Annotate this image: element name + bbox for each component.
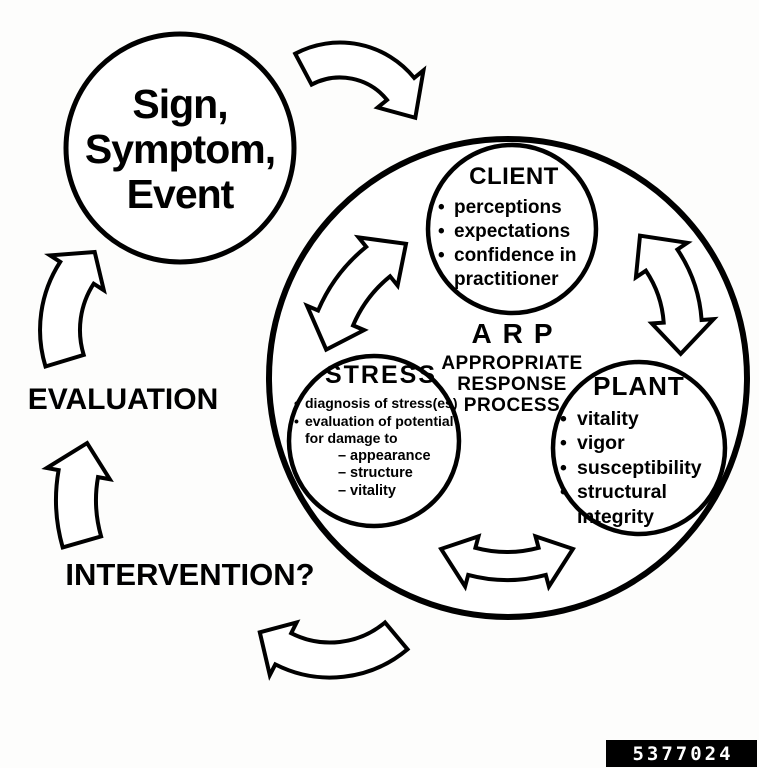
client-circle [425,142,599,316]
stress-sub-item: – appearance [338,448,468,466]
arrow-arp-to-intervention [257,619,411,681]
client-node: CLIENT • perceptions • expectations • co… [438,163,590,292]
arrow-stress-plant [438,533,576,592]
plant-item-label: vitality [577,408,639,430]
arrow-evaluation-to-sign [38,249,107,369]
arp-acronym: ARP [471,318,564,349]
sign-symptom-event-label: Sign, Symptom, Event [84,81,276,218]
stress-list: • diagnosis of stress(es) • evaluation o… [294,395,468,448]
client-item: • perceptions [438,196,590,220]
stress-sub-item-label: vitality [350,482,396,499]
client-item: • expectations [438,220,590,244]
plant-item: • vigor [560,431,718,455]
bullet-marker: • [438,220,445,242]
sign-symptom-event-circle [63,31,297,265]
bullet-marker: • [560,408,567,430]
evaluation-label: EVALUATION [27,383,219,416]
bullet-marker: • [294,395,299,411]
stress-item: • evaluation of potential for damage to [294,413,468,448]
stress-sub-item: – structure [338,465,468,483]
arrow-client-plant [633,233,719,357]
arrow-sign-to-arp [292,40,427,121]
bullet-marker: • [560,456,567,479]
stress-title: STRESS [324,361,438,389]
watermark-id-badge: 5377024 [606,740,757,767]
arrow-intervention-to-evaluation [41,440,114,550]
stress-item-label: diagnosis of stress(es) [305,395,458,411]
stress-node: STRESS • diagnosis of stress(es) • evalu… [294,361,468,501]
plant-item: • susceptibility [560,456,718,480]
client-item-label: confidence in practitioner [454,244,577,290]
client-item: • confidence in practitioner [438,244,590,292]
client-item-label: perceptions [454,197,562,218]
client-title: CLIENT [469,163,559,190]
bullet-marker: • [438,244,445,266]
stress-circle [286,353,462,529]
plant-list: • vitality • vigor • susceptibility • st… [560,407,718,529]
plant-item-label: susceptibility [577,456,702,479]
plant-item-label: vigor [577,432,625,455]
bullet-marker: • [438,197,445,218]
intervention-label: INTERVENTION? [65,557,315,592]
bullet-marker: • [560,481,567,504]
bullet-marker: • [560,432,567,455]
dash-marker: – [338,447,347,464]
stress-sublist: – appearance – structure – vitality [338,448,468,501]
stress-item: • diagnosis of stress(es) [294,395,468,413]
dash-marker: – [338,465,347,482]
stress-sub-item-label: structure [350,465,413,482]
stress-sub-item: – vitality [338,483,468,501]
arp-center-label: ARP APPROPRIATE RESPONSE PROCESS [407,318,617,417]
dash-marker: – [338,482,347,499]
plant-item: • structural integrity [560,480,718,529]
arrow-client-stress [303,234,409,353]
plant-item-label: structural integrity [577,481,667,528]
plant-item: • vitality [560,407,718,431]
plant-title: PLANT [593,371,685,401]
plant-node: PLANT • vitality • vigor • susceptibilit… [560,371,718,529]
client-list: • perceptions • expectations • confidenc… [438,196,590,292]
plant-circle [550,359,728,537]
stress-sub-item-label: appearance [350,447,431,464]
arp-expansion: APPROPRIATE RESPONSE PROCESS [441,353,583,416]
client-item-label: expectations [454,220,571,242]
bullet-marker: • [294,412,299,429]
stress-item-label: evaluation of potential for damage to [305,412,454,447]
